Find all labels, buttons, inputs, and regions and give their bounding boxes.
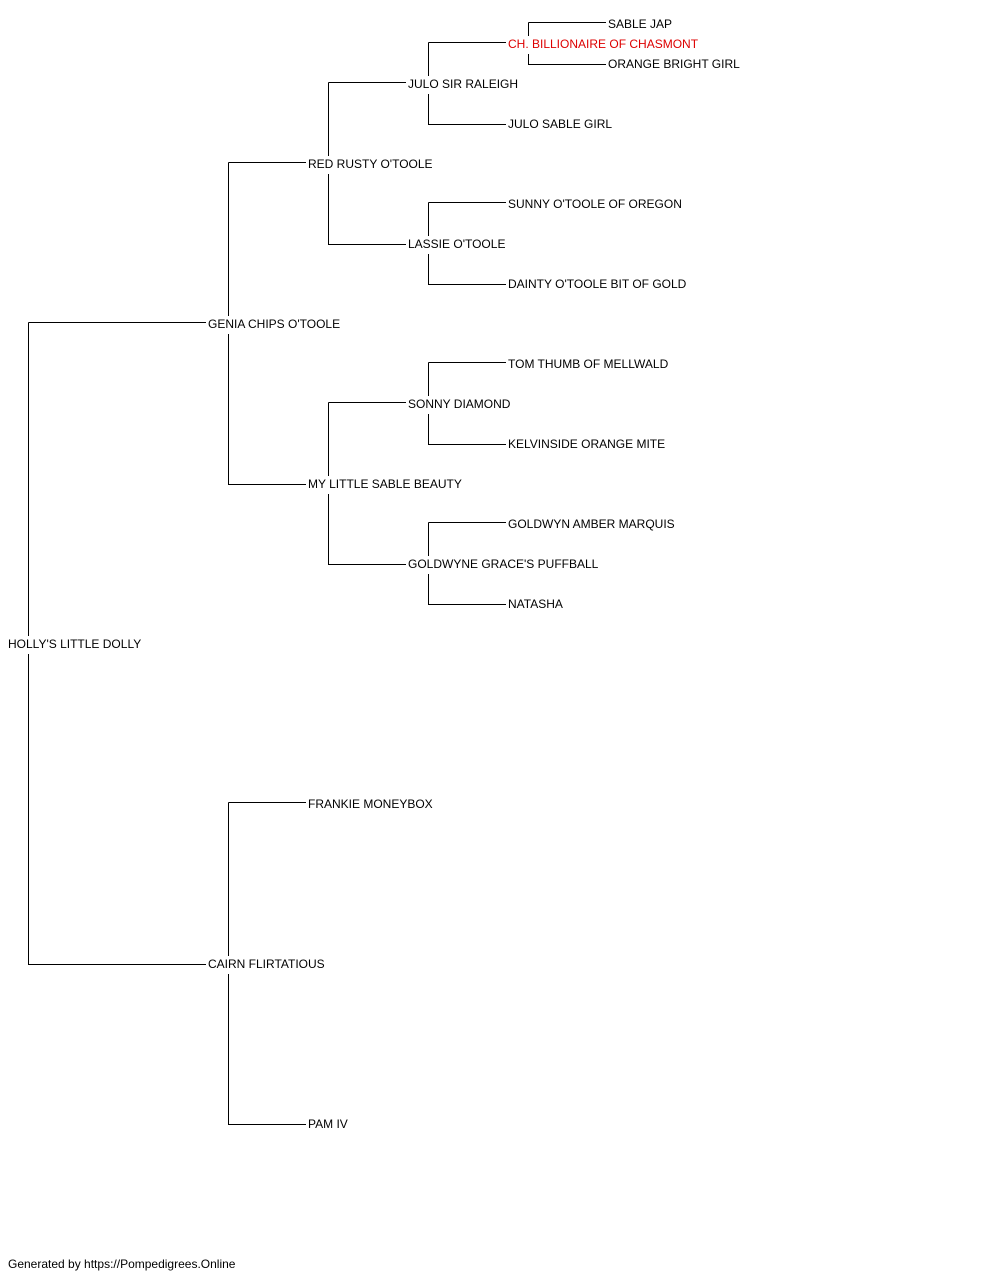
gen3-julo-sir-raleigh: JULO SIR RALEIGH — [408, 77, 520, 91]
gen4-sunny-otoole: SUNNY O'TOOLE OF OREGON — [508, 197, 683, 211]
connector-sonny-kelvinside — [428, 414, 506, 445]
dam-dam-name: PAM IV — [308, 1117, 349, 1131]
connector-my-little-goldwyne — [328, 494, 406, 565]
connector-cairn-frankie — [228, 802, 306, 956]
connector-red-rusty-lassie — [328, 174, 406, 245]
gen3-goldwyne-graces-puffball: GOLDWYNE GRACE'S PUFFBALL — [408, 557, 600, 571]
gen5-sable-jap: SABLE JAP — [608, 17, 674, 31]
connector-goldwyne-amber — [428, 522, 506, 556]
sire-dam-name: MY LITTLE SABLE BEAUTY — [308, 477, 463, 491]
connector-billionaire-sable-jap — [528, 22, 606, 36]
connector-my-little-sonny — [328, 402, 406, 476]
gen3-sonny-diamond: SONNY DIAMOND — [408, 397, 512, 411]
gen5-orange-bright-girl: ORANGE BRIGHT GIRL — [608, 57, 741, 71]
sire-name: GENIA CHIPS O'TOOLE — [208, 317, 342, 331]
connector-julo-sir-julo-sable — [428, 94, 506, 125]
connector-subject-dam — [28, 654, 206, 965]
connector-sonny-tom-thumb — [428, 362, 506, 396]
gen3-lassie-otoole: LASSIE O'TOOLE — [408, 237, 507, 251]
connector-genia-my-little — [228, 334, 306, 485]
subject-name: HOLLY'S LITTLE DOLLY — [8, 637, 143, 651]
gen4-kelvinside-orange-mite: KELVINSIDE ORANGE MITE — [508, 437, 667, 451]
connector-billionaire-orange-bright — [528, 54, 606, 65]
connector-subject-sire — [28, 322, 206, 636]
gen4-goldwyn-amber-marquis: GOLDWYN AMBER MARQUIS — [508, 517, 676, 531]
connector-lassie-sunny — [428, 202, 506, 236]
sire-sire-name: RED RUSTY O'TOOLE — [308, 157, 434, 171]
connector-julo-sir-billionaire — [428, 42, 506, 76]
connector-cairn-pam — [228, 974, 306, 1125]
dam-sire-name: FRANKIE MONEYBOX — [308, 797, 434, 811]
connector-goldwyne-natasha — [428, 574, 506, 605]
generated-by-footer: Generated by https://Pompedigrees.Online — [8, 1257, 236, 1271]
connector-red-rusty-julo-sir — [328, 82, 406, 156]
connector-genia-red-rusty — [228, 162, 306, 316]
gen4-dainty-otoole: DAINTY O'TOOLE BIT OF GOLD — [508, 277, 688, 291]
gen4-tom-thumb: TOM THUMB OF MELLWALD — [508, 357, 670, 371]
connector-lassie-dainty — [428, 254, 506, 285]
gen4-natasha: NATASHA — [508, 597, 564, 611]
dam-name: CAIRN FLIRTATIOUS — [208, 957, 326, 971]
gen4-julo-sable-girl: JULO SABLE GIRL — [508, 117, 614, 131]
gen4-champion-billionaire: CH. BILLIONAIRE OF CHASMONT — [508, 37, 700, 51]
